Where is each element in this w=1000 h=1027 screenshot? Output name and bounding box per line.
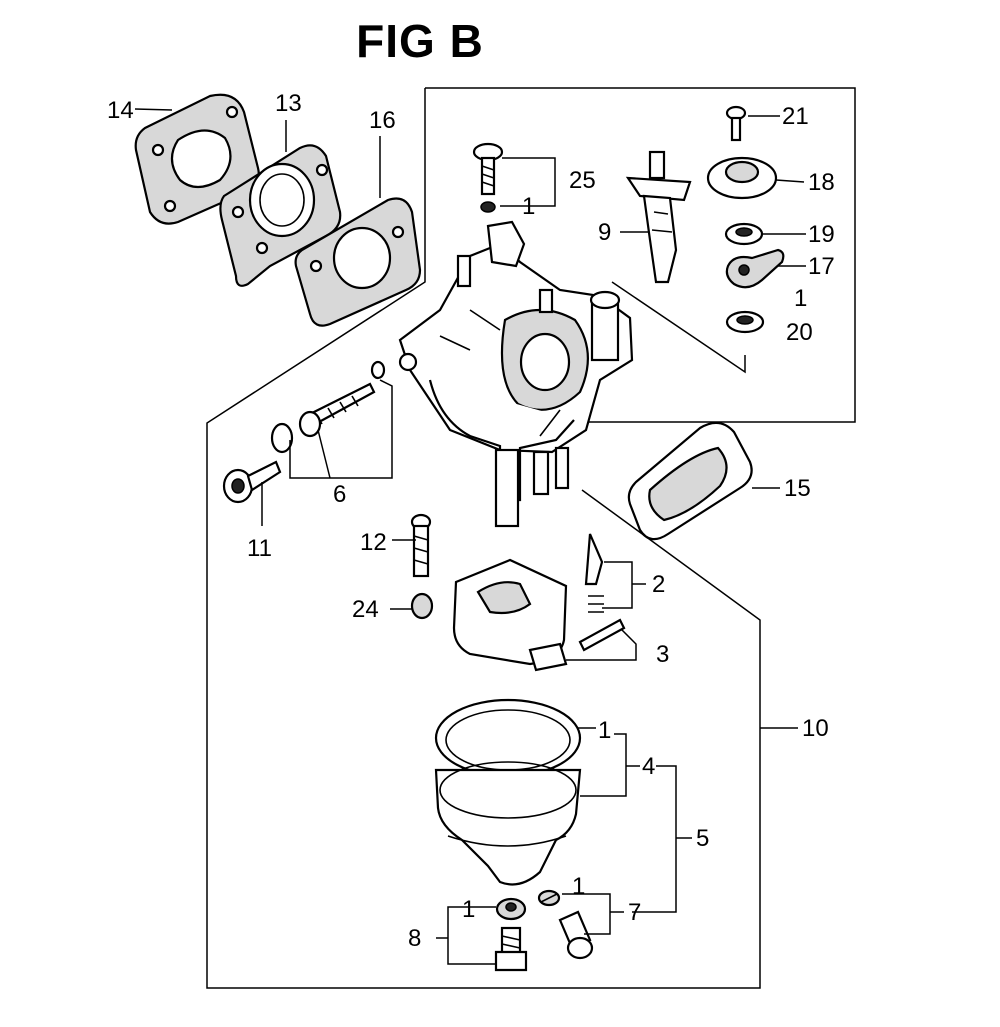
main-jet-12 [410,513,432,578]
callout-1-bowl: 1 [598,717,611,744]
callout-6: 6 [333,481,346,508]
pilot-screw-6 [298,382,376,438]
callout-2: 2 [652,571,665,598]
screw-11 [222,460,282,504]
callout-15: 15 [784,475,811,502]
callout-20: 20 [786,319,813,346]
screw-set-25 [472,142,504,213]
callout-16: 16 [369,107,396,134]
callout-8: 8 [408,925,421,952]
callout-4: 4 [642,753,655,780]
limiter-cap [270,422,294,454]
spring-7 [537,889,561,907]
screw-21 [725,105,747,142]
callout-13: 13 [275,90,302,117]
callout-21: 21 [782,103,809,130]
figure-title: FIG B [356,15,484,67]
gasket-15 [627,421,753,541]
float-pin-3 [578,618,626,652]
callout-1-bolt: 1 [462,896,475,923]
jet-24 [410,592,434,620]
callout-14: 14 [107,97,134,124]
cover-18 [706,156,778,200]
callout-9: 9 [598,219,611,246]
callout-25: 25 [569,167,596,194]
washer-19 [724,222,764,246]
subassembly-bracket-9-17 [611,281,746,374]
callout-3: 3 [656,641,669,668]
washer-8 [495,897,527,921]
callout-17: 17 [808,253,835,280]
drain-bolt-8 [494,926,528,972]
callout-12: 12 [360,529,387,556]
callout-5: 5 [696,825,709,852]
gasket-16 [294,197,422,327]
callout-labels: 14 13 16 25 1 9 21 18 19 17 1 20 6 11 15… [107,90,835,952]
spring-6 [370,360,386,380]
callout-19: 19 [808,221,835,248]
float [452,558,568,672]
callout-1-screw: 1 [522,193,535,220]
carburetor-body [398,220,634,528]
gasket-14 [134,93,260,225]
insulator-13 [219,144,342,287]
callout-1-lever: 1 [794,285,807,312]
lever-17 [725,248,785,289]
callout-10: 10 [802,715,829,742]
float-bowl-4 [434,698,582,886]
callout-24: 24 [352,596,379,623]
float-valve-2 [584,533,604,613]
leader-lines [134,108,806,965]
callout-1-drain: 1 [572,873,585,900]
drain-screw-7 [558,910,594,960]
callout-18: 18 [808,169,835,196]
callout-7: 7 [628,899,641,926]
choke-lever-9 [625,150,692,284]
washer-20 [725,310,765,334]
callout-11: 11 [247,535,272,562]
